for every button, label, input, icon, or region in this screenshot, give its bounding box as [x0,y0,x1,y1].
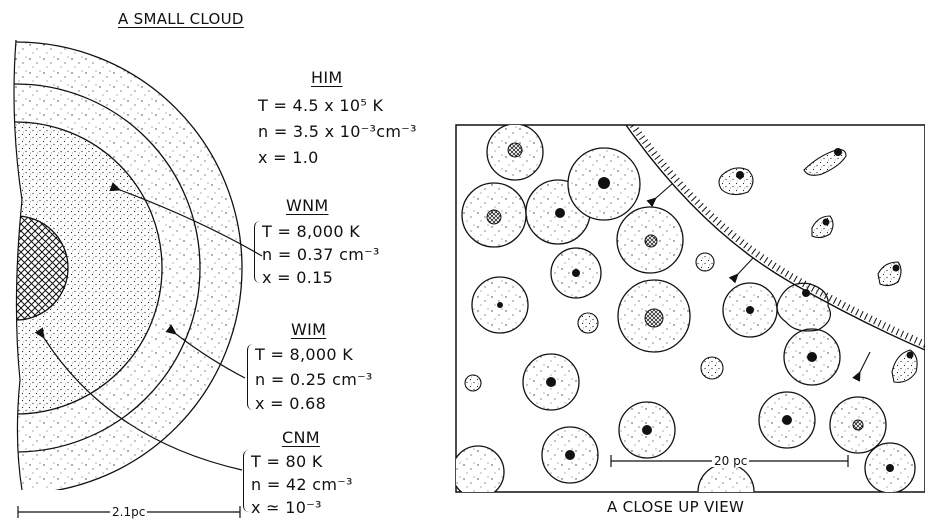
cloud-6 [550,247,602,299]
cloud-12 [618,401,676,459]
right-scale-label: 20 pc [712,454,750,468]
cloud-14 [758,391,816,449]
cnm-brace [243,450,252,512]
cloud-10 [783,328,841,386]
wnm-ionization: x = 0.15 [262,268,334,287]
wim-ionization: x = 0.68 [255,394,327,413]
him-label: HIM [311,68,343,87]
wnm-temperature: T = 8,000 K [262,222,361,241]
wim-brace [247,344,256,410]
cloud-7 [471,276,529,334]
him-temperature: T = 4.5 x 10⁵ K [258,96,384,115]
cnm-ionization: x ≃ 10⁻³ [251,498,322,517]
closeup-title: A CLOSE UP VIEW [607,498,745,516]
cloud-17 [456,445,505,492]
wnm-label: WNM [286,196,329,215]
cloud-2 [461,182,527,248]
cnm-temperature: T = 80 K [251,452,323,471]
cloud-8 [617,279,691,353]
him-ionization: x = 1.0 [258,148,319,167]
cloud-9 [722,282,778,338]
cloud-5 [616,206,684,274]
cloud-13 [541,426,599,484]
cloud-1 [486,125,544,181]
cnm-arrow [34,327,243,471]
cloud-15 [829,396,887,454]
cnm-density: n = 42 cm⁻³ [251,475,353,494]
wim-density: n = 0.25 cm⁻³ [255,370,373,389]
wnm-arrow [109,182,263,257]
hot-boundary [625,125,925,351]
cloud-edge [13,39,23,491]
wim-temperature: T = 8,000 K [255,345,354,364]
small-cloud-diagram [14,41,243,490]
wim-label: WIM [291,320,327,339]
wnm-brace [254,221,263,283]
cloud-16 [864,442,916,492]
cloud-18 [697,463,755,492]
wim-arrow [165,324,246,379]
cloud-cluster [456,125,918,492]
left-scale-label: 2.1pc [110,505,148,519]
small-cloud-title: A SMALL CLOUD [118,10,244,28]
wnm-density: n = 0.37 cm⁻³ [262,245,380,264]
him-density: n = 3.5 x 10⁻³cm⁻³ [258,122,417,141]
cloud-4 [567,147,641,221]
closeup-content [456,125,925,492]
cnm-label: CNM [282,428,320,447]
cloud-11 [522,353,580,411]
